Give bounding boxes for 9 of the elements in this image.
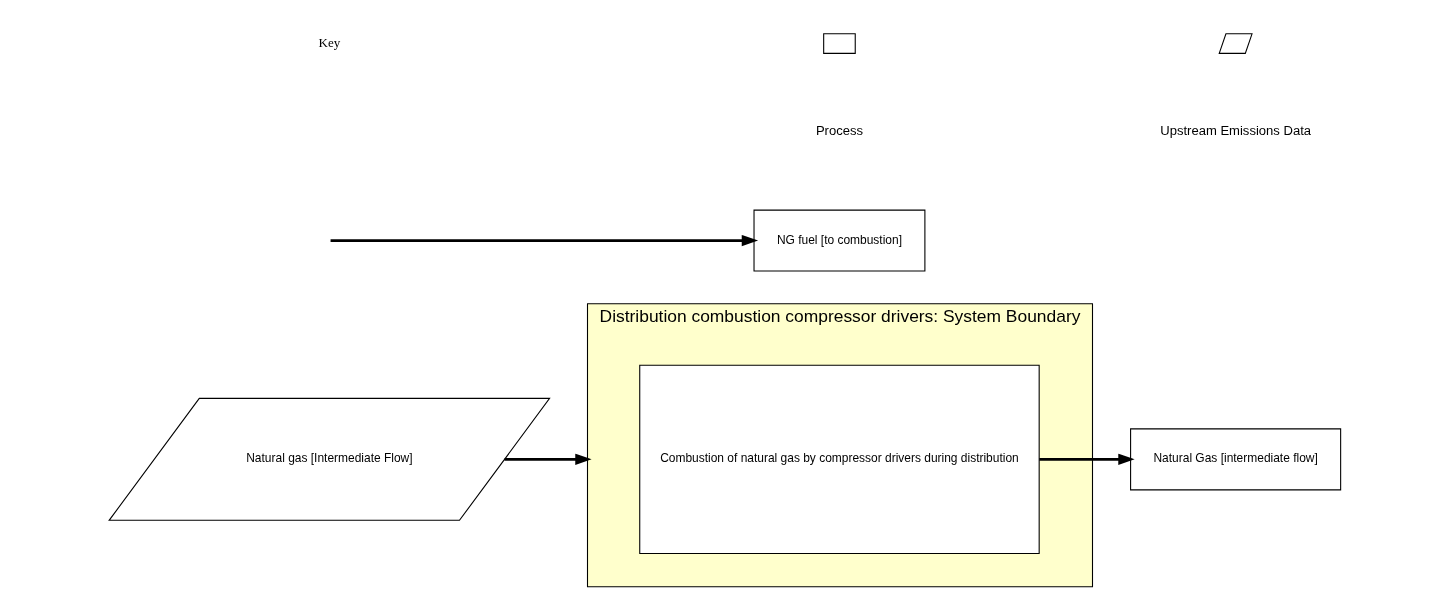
- label: Key: [318, 34, 341, 50]
- node-box: Combustion of natural gas by compressor drivers during distribution: [639, 364, 1040, 555]
- arrow: [504, 453, 592, 466]
- node-box: NG fuel [to combustion]: [753, 209, 926, 272]
- arrow: [1039, 453, 1135, 466]
- legend-label: Process: [815, 123, 864, 139]
- arrow: [330, 234, 759, 247]
- node-box: Natural Gas [intermediate flow]: [1130, 428, 1342, 491]
- legend-label: Upstream Emissions Data: [1160, 123, 1312, 139]
